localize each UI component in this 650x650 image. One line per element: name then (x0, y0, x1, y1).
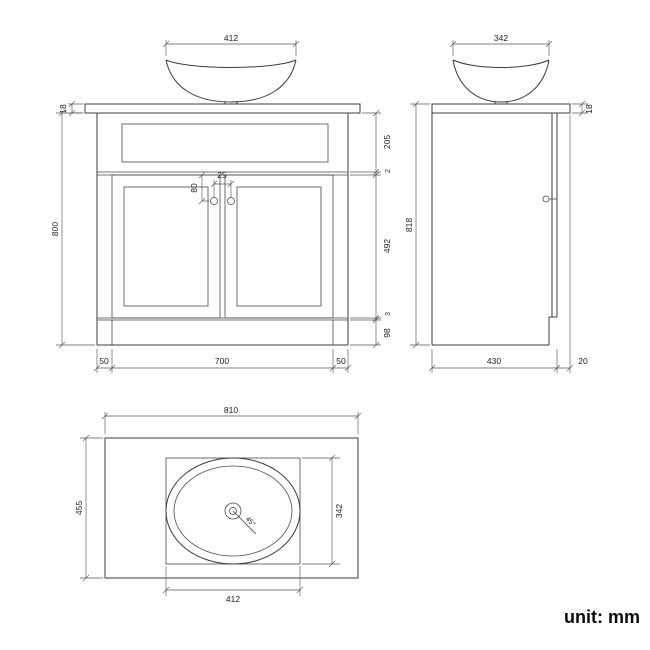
dim-side-total-height-label: 818 (404, 218, 414, 232)
dim-side-bowl-depth-label: 342 (494, 33, 508, 43)
side-basin-outline (452, 59, 550, 104)
dim-front-top-gap-label: 2 (385, 169, 392, 173)
front-cabinet-outline (96, 113, 349, 346)
top-drain-outer (224, 502, 242, 520)
dim-front-bowl-width-label: 412 (224, 33, 238, 43)
dim-side-counter-thickness-lines (572, 100, 588, 117)
dim-side-counter-thickness-label: 18 (584, 104, 594, 114)
dim-front-handle-spacing-lines (210, 180, 235, 197)
dim-side-cabinet-depth-label: 430 (487, 356, 501, 366)
dim-top-basin-depth-label: 342 (334, 504, 344, 518)
dim-side-bowl-depth-lines (449, 40, 553, 56)
side-countertop (431, 103, 571, 114)
dim-front-cabinet-height-label: 800 (50, 222, 60, 236)
dim-top-counter-depth-lines (80, 434, 103, 582)
front-right-door-panel (236, 186, 322, 307)
dim-front-plinth-height-label: 98 (382, 328, 392, 338)
dim-front-cabinet-height-lines (56, 109, 95, 349)
top-countertop-outline (104, 437, 359, 579)
front-dimensions: 412 18 800 205 2 492 3 98 50 700 50 80 2… (50, 33, 392, 373)
dim-top-counter-width-label: 810 (224, 405, 238, 415)
side-view (431, 59, 571, 346)
front-top-panel (121, 123, 329, 163)
front-left-door-handle (210, 197, 218, 205)
dim-front-right-foot-inset-label: 50 (336, 356, 346, 366)
dim-top-basin-depth-lines (302, 454, 340, 568)
dim-front-right-stack-lines (350, 109, 381, 349)
side-dimensions: 342 18 818 430 20 (404, 33, 594, 373)
top-basin-inner-rim (173, 465, 293, 557)
dim-front-handle-offset-label: 80 (189, 183, 199, 193)
side-cabinet-outline (431, 113, 558, 346)
dim-front-counter-thickness-label: 18 (58, 104, 68, 114)
front-countertop (84, 103, 361, 114)
top-view (104, 437, 359, 579)
side-door-handle (542, 195, 550, 203)
front-view (84, 59, 361, 346)
dim-side-counter-overhang-label: 20 (578, 356, 588, 366)
dim-front-bottom-lines (93, 349, 352, 373)
unit-label: unit: mm (564, 607, 640, 627)
dim-top-counter-depth-label: 455 (74, 501, 84, 515)
front-left-door-panel (123, 186, 209, 307)
top-drain-angle-line (232, 510, 257, 535)
top-basin-outer-rim (165, 457, 301, 565)
dim-top-basin-width-lines (162, 566, 304, 596)
dim-front-left-foot-inset-label: 50 (99, 356, 109, 366)
dim-front-bowl-width-lines (162, 40, 300, 56)
dim-front-handle-offset-lines (198, 171, 209, 205)
dim-front-counter-thickness-lines (68, 100, 83, 117)
front-right-door (224, 174, 334, 319)
dim-side-total-height-lines (410, 100, 430, 349)
dim-top-drain-angle-label: 45° (244, 515, 257, 528)
front-right-door-handle (227, 197, 235, 205)
dim-top-counter-width-lines (101, 412, 362, 434)
dim-front-door-height-label: 492 (382, 239, 392, 253)
top-drain-inner (229, 507, 237, 515)
dim-front-top-panel-height-label: 205 (382, 135, 392, 149)
front-plinth (97, 317, 348, 345)
dim-front-foot-span-label: 700 (215, 356, 229, 366)
top-dimensions: 810 455 342 412 45° (74, 405, 362, 604)
dim-front-bottom-gap-label: 3 (385, 312, 392, 316)
dim-top-basin-width-label: 412 (226, 594, 240, 604)
front-left-door (111, 174, 221, 319)
dim-front-handle-spacing-label: 25 (217, 170, 227, 180)
dim-side-bottom-lines (428, 115, 574, 373)
front-basin-outline (165, 59, 297, 104)
